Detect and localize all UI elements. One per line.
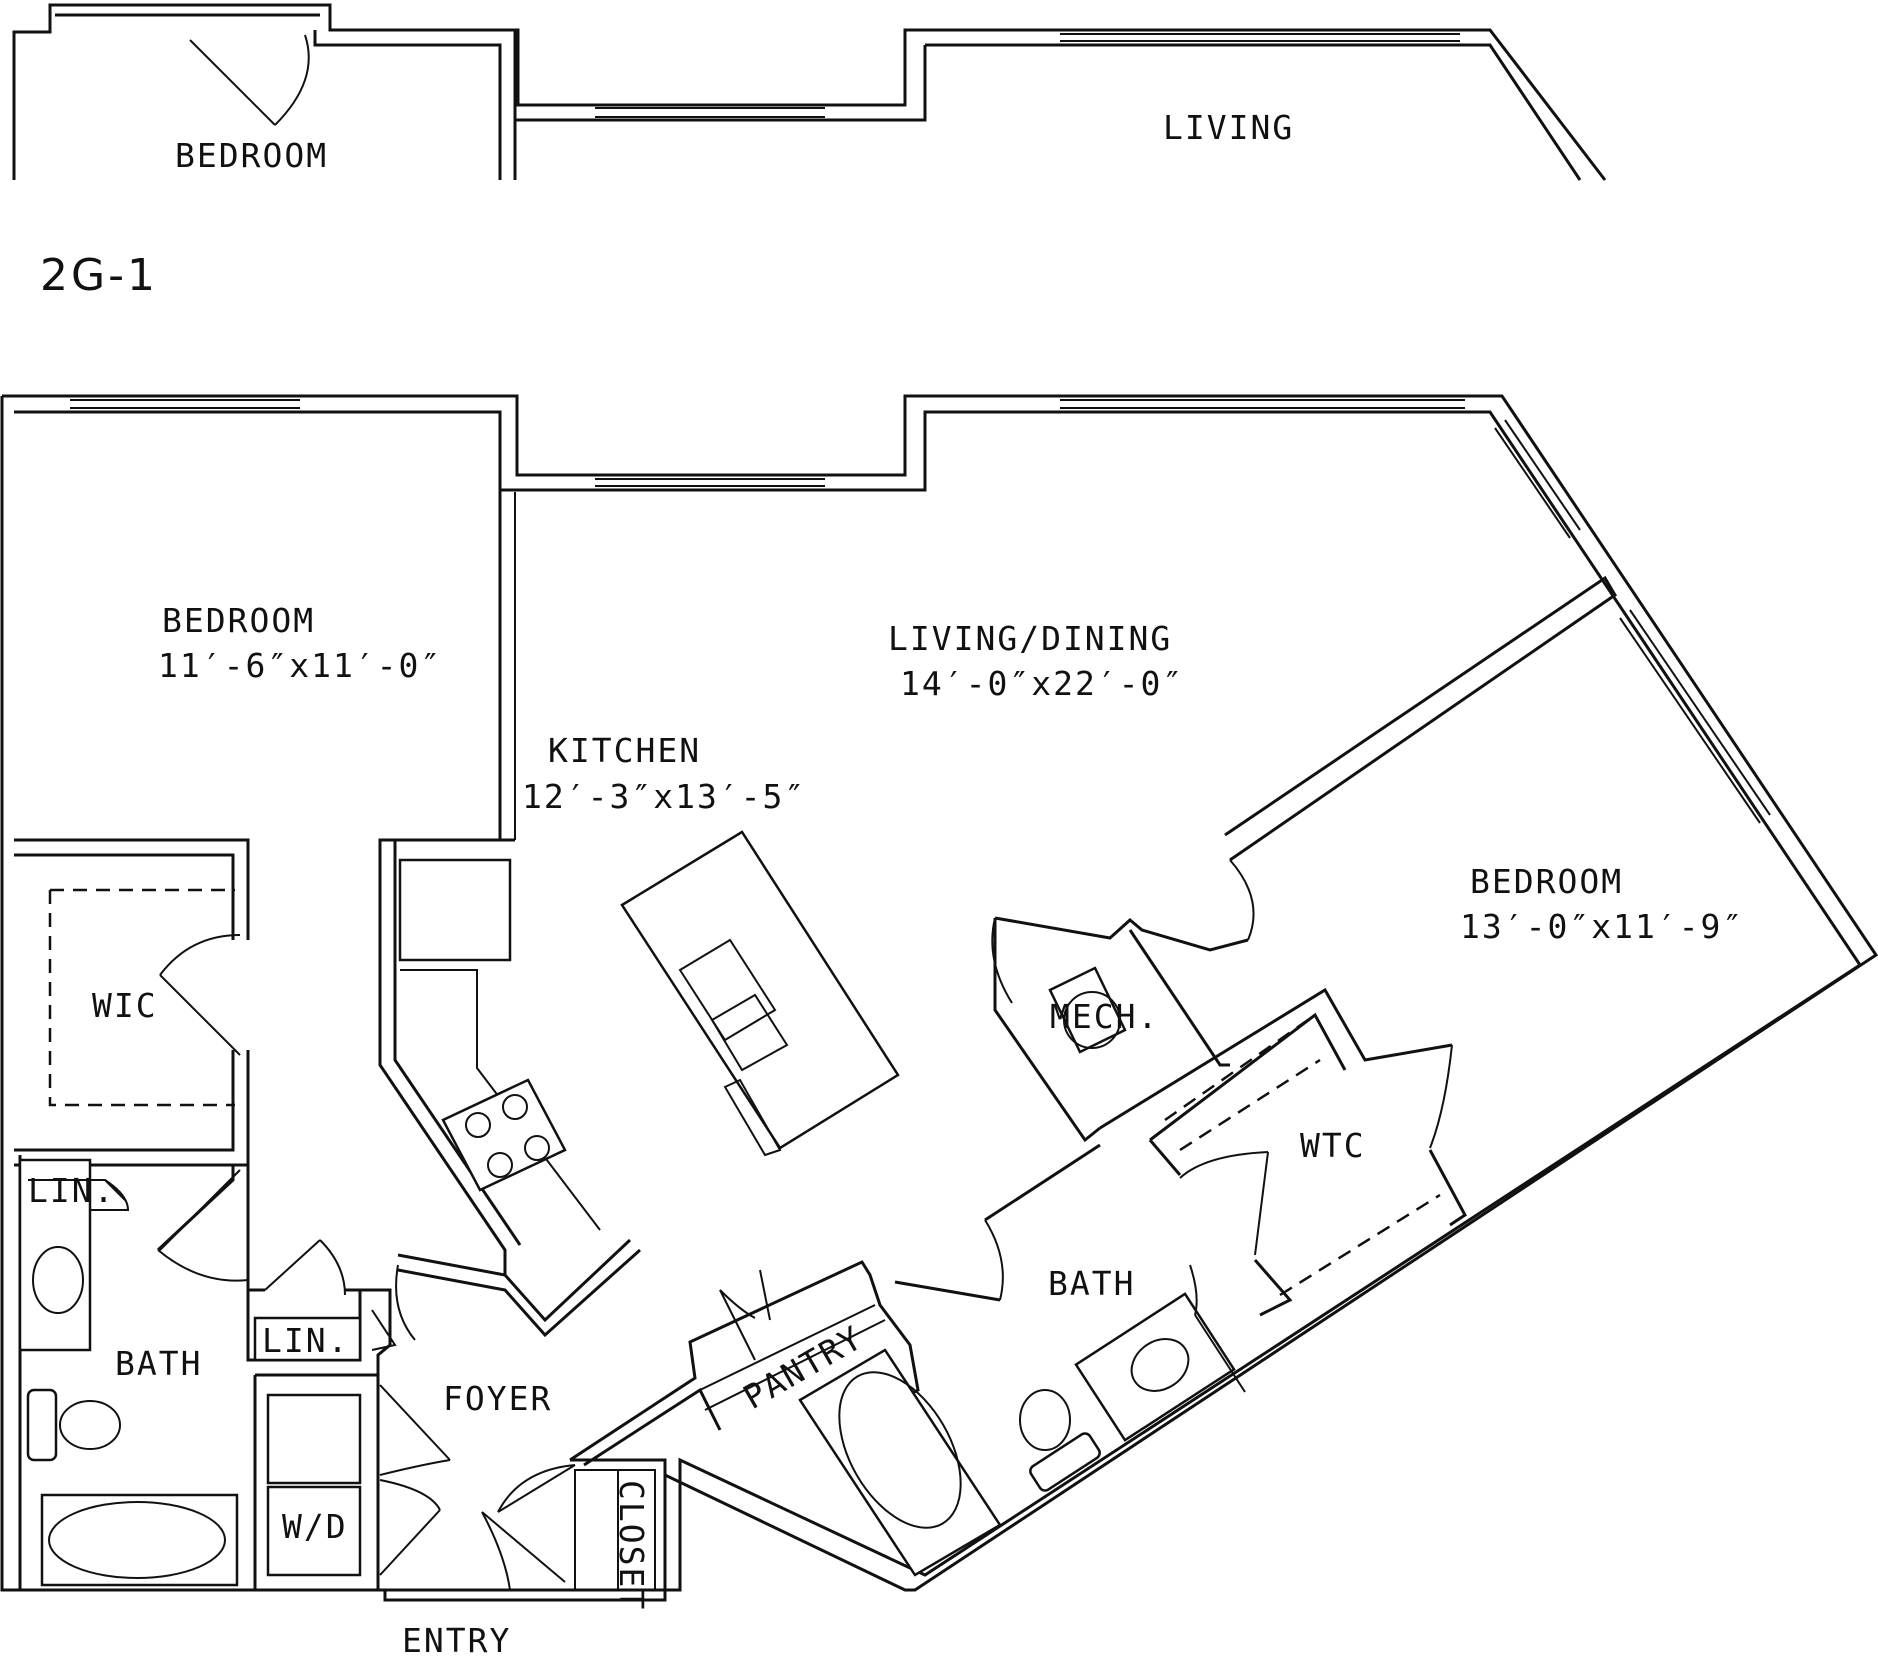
- bedroom2-size: 13′-0″x11′-9″: [1460, 907, 1744, 946]
- keyplan-bedroom-label: BEDROOM: [175, 136, 328, 175]
- wd-label: W/D: [282, 1507, 348, 1546]
- lin1-label: LIN.: [28, 1171, 115, 1210]
- entry-label: ENTRY: [402, 1621, 511, 1660]
- plan-id: 2G-1: [40, 250, 158, 301]
- bedroom2-name: BEDROOM: [1470, 862, 1623, 901]
- closet-label: CLOSET: [612, 1480, 651, 1611]
- mech-label: MECH.: [1050, 997, 1159, 1036]
- lin2-label: LIN.: [262, 1321, 349, 1360]
- living-dining-name: LIVING/DINING: [888, 619, 1172, 658]
- kitchen-size: 12′-3″x13′-5″: [522, 777, 806, 816]
- walls: [0, 394, 1878, 1602]
- wtc-label: WTC: [1300, 1126, 1366, 1165]
- wic-label: WIC: [92, 986, 158, 1025]
- bath2-label: BATH: [1048, 1264, 1135, 1303]
- bedroom1-name: BEDROOM: [162, 601, 315, 640]
- bedroom1-size: 11′-6″x11′-0″: [158, 646, 442, 685]
- key-plan: BEDROOM LIVING: [12, 3, 1607, 181]
- foyer-label: FOYER: [443, 1379, 552, 1418]
- bath1-label: BATH: [115, 1344, 202, 1383]
- keyplan-living-label: LIVING: [1163, 108, 1294, 147]
- kitchen-name: KITCHEN: [548, 731, 701, 770]
- living-dining-size: 14′-0″x22′-0″: [900, 664, 1184, 703]
